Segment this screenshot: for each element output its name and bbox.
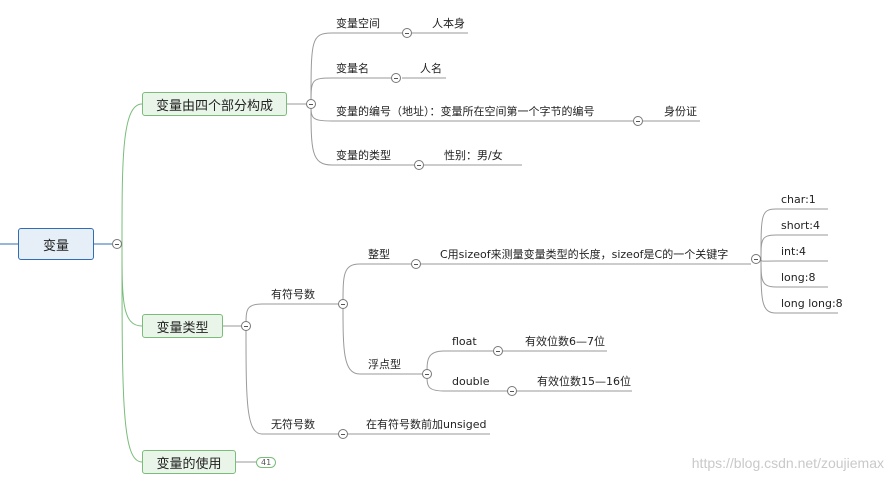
part-3-child: 身份证 xyxy=(664,105,697,118)
signed-collapse-icon[interactable] xyxy=(338,299,348,309)
size-item: long:8 xyxy=(781,271,816,284)
connector-size-3 xyxy=(760,258,828,262)
unsigned-label: 无符号数 xyxy=(271,418,315,431)
usage-collapsed-count-badge[interactable]: 41 xyxy=(256,457,277,468)
part-1-collapse-icon[interactable] xyxy=(402,28,412,38)
connector-size-1 xyxy=(760,208,828,260)
connector-types xyxy=(121,243,143,327)
connector-float-type xyxy=(342,303,422,375)
root-collapse-icon[interactable] xyxy=(112,239,122,249)
connector-parts xyxy=(121,103,143,245)
part-4-label: 变量的类型 xyxy=(336,149,391,162)
connector-part-2 xyxy=(310,77,392,105)
double-label: double xyxy=(452,375,490,388)
part-3-collapse-icon[interactable] xyxy=(633,116,643,126)
connector-part-4 xyxy=(310,103,414,166)
connector-part-1 xyxy=(310,32,403,105)
root-node[interactable]: 变量 xyxy=(18,228,94,260)
node-parts[interactable]: 变量由四个部分构成 xyxy=(142,92,287,116)
part-2-label: 变量名 xyxy=(336,62,369,75)
connector-float xyxy=(426,350,494,375)
connector-size-5 xyxy=(760,258,838,314)
connector-usage xyxy=(121,243,143,463)
float-child: 有效位数6—7位 xyxy=(525,335,605,348)
part-2-child: 人名 xyxy=(420,62,442,75)
float-type-collapse-icon[interactable] xyxy=(422,369,432,379)
connector-unsigned xyxy=(245,325,338,435)
part-4-child: 性别：男/女 xyxy=(444,149,503,162)
size-item: long long:8 xyxy=(781,297,843,310)
node-usage[interactable]: 变量的使用 xyxy=(142,450,236,474)
root-label: 变量 xyxy=(42,238,69,254)
watermark: https://blog.csdn.net/zoujiemax xyxy=(691,455,884,471)
part-4-collapse-icon[interactable] xyxy=(414,160,424,170)
double-collapse-icon[interactable] xyxy=(507,386,517,396)
unsigned-collapse-icon[interactable] xyxy=(338,429,348,439)
float-label: float xyxy=(452,335,477,348)
integer-note: C用sizeof来测量变量类型的长度，sizeof是C的一个关键字 xyxy=(440,248,729,261)
size-item: int:4 xyxy=(781,245,807,258)
connector-size-2 xyxy=(760,234,828,260)
node-usage-label: 变量的使用 xyxy=(156,456,222,472)
size-item: char:1 xyxy=(781,193,816,206)
signed-label: 有符号数 xyxy=(271,288,315,301)
double-child: 有效位数15—16位 xyxy=(537,375,631,388)
integer-collapse-icon[interactable] xyxy=(411,259,421,269)
part-1-child: 人本身 xyxy=(432,17,465,30)
node-types[interactable]: 变量类型 xyxy=(142,314,223,338)
node-parts-label: 变量由四个部分构成 xyxy=(155,98,273,114)
connector-signed xyxy=(245,303,338,327)
parts-collapse-icon[interactable] xyxy=(306,99,316,109)
integer-label: 整型 xyxy=(368,248,390,261)
part-3-label: 变量的编号（地址）：变量所在空间第一个字节的编号 xyxy=(336,105,595,118)
integer-note-collapse-icon[interactable] xyxy=(751,254,761,264)
part-2-collapse-icon[interactable] xyxy=(391,73,401,83)
unsigned-child: 在有符号数前加unsiged xyxy=(366,418,487,431)
part-1-label: 变量空间 xyxy=(336,17,380,30)
types-collapse-icon[interactable] xyxy=(241,321,251,331)
float-collapse-icon[interactable] xyxy=(493,346,503,356)
size-item: short:4 xyxy=(781,219,820,232)
node-types-label: 变量类型 xyxy=(156,320,209,336)
connector-integer xyxy=(342,263,411,305)
float-type-label: 浮点型 xyxy=(368,358,401,371)
